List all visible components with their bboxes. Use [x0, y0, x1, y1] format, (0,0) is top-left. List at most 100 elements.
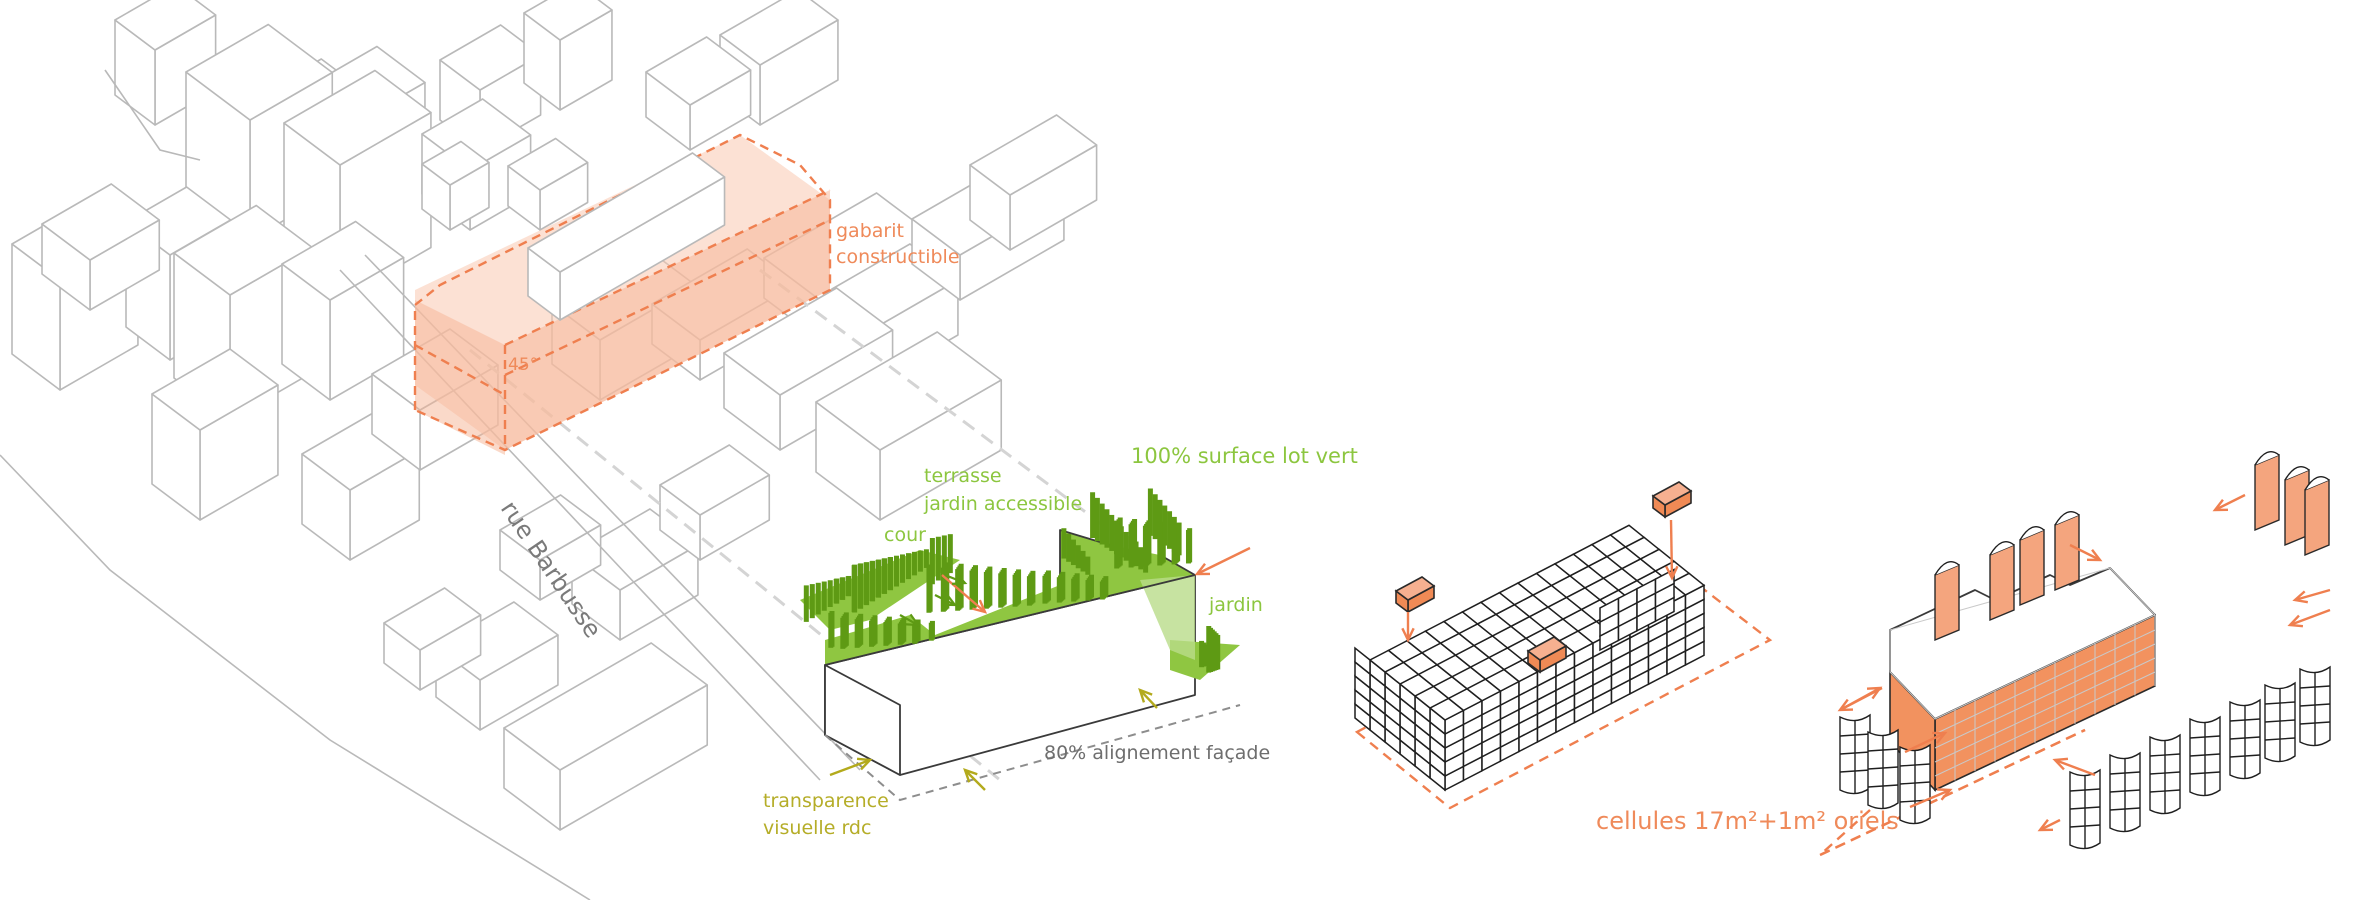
facade-grid-line: [1934, 657, 2156, 763]
building-end-face: [824, 664, 901, 776]
roof-edge: [1059, 529, 1111, 585]
envelope-outline: [413, 133, 832, 452]
arrow-oriel: [2294, 588, 2331, 602]
site-boundary-dashed: [824, 704, 1241, 802]
arrow-olive-transparency-head: [1138, 687, 1153, 703]
existing-building-inside-envelope-roof: [527, 152, 726, 273]
arrow-green-courtyard-head: [951, 572, 968, 586]
plot-limit-dashed-line: [759, 268, 1151, 562]
arrow-green-courtyard: [899, 614, 919, 626]
arrow-orange-garden-head: [1194, 563, 1211, 576]
label-cells-caption: cellules 17m²+1m² oriels: [1596, 807, 1899, 835]
oriel-panel-cap: [2254, 451, 2280, 466]
arrow-oriel: [2069, 543, 2101, 562]
envelope-end-face: [415, 300, 505, 455]
oriel-panel-cap: [1934, 561, 1960, 576]
arrow-olive-transparency: [964, 769, 986, 791]
arrow-orange-courtyard: [941, 574, 986, 613]
context-building-3-roof: [439, 24, 542, 91]
arrow-oriel-head: [2287, 614, 2304, 628]
arrow-oriel-head: [2292, 590, 2309, 604]
context-building-32-roof: [499, 494, 602, 561]
context-building-8-roof: [507, 137, 589, 191]
facade-grid-line: [1934, 643, 2156, 749]
constructible-envelope: [413, 133, 832, 455]
label-angle-45: 45°: [508, 355, 538, 375]
arrow-oriel-head: [1936, 788, 1953, 801]
module-right-top: [1651, 481, 1693, 506]
arrow-oriel-head: [2212, 498, 2229, 512]
garden-transparency: [1140, 575, 1195, 660]
arrow-oriel: [2214, 493, 2246, 512]
label-green-surface: 100% surface lot vert: [1131, 444, 1358, 468]
cell-roof: [1609, 524, 1646, 548]
oriel-panel-orange: [2019, 528, 2045, 607]
context-building-10-roof: [719, 0, 839, 66]
label-gabarit: gabarit: [836, 220, 904, 242]
label-constructible: constructible: [836, 246, 960, 268]
oriel-panel-cap: [2054, 511, 2080, 526]
context-building-0-roof: [114, 0, 217, 51]
arrow-olive-transparency: [1139, 689, 1158, 709]
module-left-top: [1394, 576, 1436, 601]
envelope-front-face: [505, 190, 830, 450]
arrow-green-courtyard-head: [904, 613, 921, 627]
arrow-oriel: [1839, 686, 1881, 712]
context-building-6-roof: [283, 69, 432, 166]
label-terrasse: terrasse: [924, 465, 1002, 487]
oriel-panel-orange: [1989, 543, 2015, 622]
envelope-45-line: [504, 218, 831, 377]
arrow-oriel-head: [1931, 731, 1948, 744]
arrow-orange-courtyard-head: [972, 599, 988, 614]
context-building-28-roof: [503, 642, 709, 771]
arrow-oriel-head: [2052, 757, 2069, 771]
plot-dashed-outline: [1819, 728, 2086, 857]
context-building-33-roof: [659, 444, 771, 516]
cell-building: [1354, 481, 1773, 810]
oriel-panel-orange: [2304, 478, 2330, 557]
context-building-27-roof: [815, 331, 1003, 451]
block-edge-line: [104, 69, 201, 161]
label-alignement-facade: 80% alignement façade: [1044, 742, 1270, 764]
context-building-5-roof: [185, 23, 334, 121]
arrow-orange-garden: [1196, 546, 1251, 576]
envelope-section: [414, 343, 506, 397]
arrow-oriel-head: [2086, 548, 2103, 562]
context-building-25-roof: [969, 114, 1098, 196]
context-building-11-roof: [645, 36, 752, 106]
arrow-oriel: [2289, 608, 2331, 627]
facade-grid-line: [1934, 629, 2156, 735]
arrow-olive-transparency-head: [856, 757, 873, 771]
label-jardin-accessible: jardin accessible: [923, 493, 1082, 515]
label-transparence: transparence: [763, 790, 889, 812]
oriel-panel-orange: [1934, 563, 1960, 642]
green-roof-building: [800, 488, 1251, 802]
arrow-module-right: [1669, 519, 1674, 579]
arrow-oriel: [1904, 731, 1946, 754]
arrow-oriel: [2054, 758, 2096, 777]
context-building-16-roof: [281, 220, 405, 301]
arrow-green-courtyard: [944, 573, 966, 585]
arrow-olive-transparency-head: [963, 768, 978, 783]
facade-grid-line: [1934, 671, 2156, 777]
context-building-26-roof: [723, 287, 894, 396]
oriel-building: [1819, 451, 2331, 857]
block-edge-line: [0, 454, 591, 900]
arrow-oriel-head: [2037, 818, 2054, 832]
arrow-green-courtyard-head: [941, 594, 958, 607]
label-visuelle-rdc: visuelle rdc: [763, 817, 871, 839]
label-cour: cour: [884, 524, 926, 546]
arrow-oriel: [2039, 818, 2061, 832]
arrow-module-left-head: [1401, 627, 1415, 643]
oriel-panel-cap: [2284, 466, 2310, 481]
oriel-panel-orange: [2054, 513, 2080, 592]
oriel-panel-cap: [2019, 526, 2045, 541]
arrow-olive-transparency: [829, 758, 871, 777]
oriel-panel-orange: [2254, 453, 2280, 532]
context-building-30-roof: [383, 587, 482, 651]
context-building-4-roof: [523, 0, 613, 41]
label-jardin: jardin: [1208, 594, 1263, 616]
context-building-9-roof: [421, 140, 490, 186]
context-building-14-roof: [41, 183, 161, 261]
